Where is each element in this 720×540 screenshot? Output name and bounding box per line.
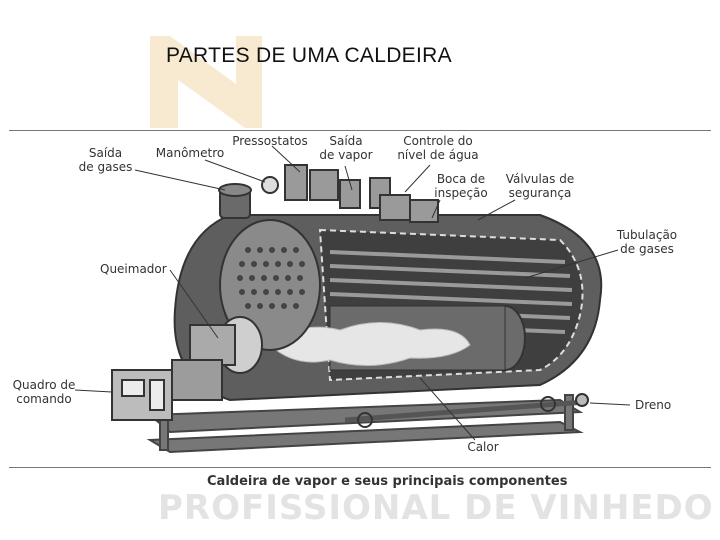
drain-valve (575, 393, 589, 407)
label-controle-nivel: Controle do nível de água (397, 134, 479, 162)
label-calor: Calor (467, 440, 499, 454)
label-manometro: Manômetro (155, 146, 225, 160)
label-quadro-comando: Quadro de comando (12, 378, 76, 406)
label-saida-vapor: Saída de vapor (319, 134, 373, 162)
slide-title: PARTES DE UMA CALDEIRA (166, 44, 452, 67)
label-dreno: Dreno (635, 398, 672, 412)
figure-caption: Caldeira de vapor e seus principais comp… (207, 474, 568, 489)
base-frame (146, 394, 584, 454)
top-instruments (261, 164, 439, 223)
label-boca-inspecao: Boca de inspeção (434, 172, 488, 200)
tube-sheet-holes (237, 247, 305, 309)
label-pressostatos: Pressostatos (232, 134, 308, 148)
label-tubulacao-gases: Tubulação de gases (616, 228, 678, 256)
label-queimador: Queimador (100, 262, 167, 276)
drain-pipe (344, 399, 586, 423)
label-valvulas-seguranca: Válvulas de segurança (505, 172, 575, 200)
watermark-text: PROFISSIONAL DE VINHEDO (158, 488, 714, 528)
figure-frame (9, 130, 711, 468)
leader-arrows (74, 145, 631, 441)
control-panel-box (111, 359, 223, 421)
flame (269, 322, 471, 366)
label-saida-gases: Saída de gases (78, 146, 133, 174)
burner-assembly (189, 316, 263, 374)
